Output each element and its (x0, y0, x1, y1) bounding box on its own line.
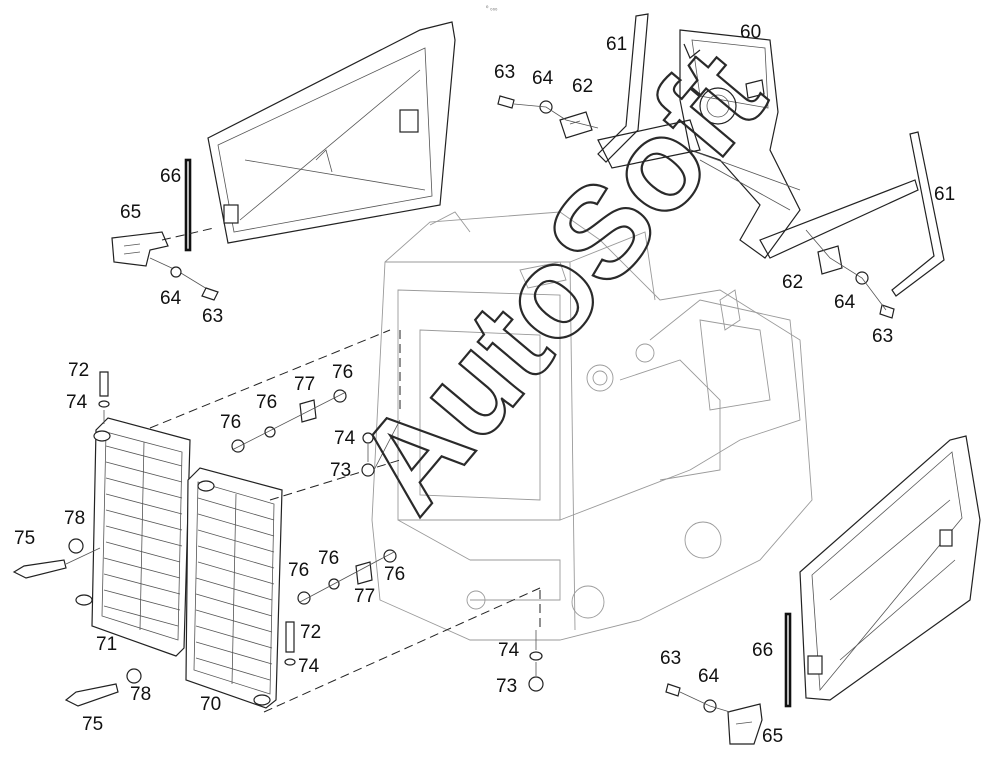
callout-63-left: 63 (202, 306, 223, 327)
leader-64-63-left (149, 257, 213, 293)
callout-74-center: 74 (334, 428, 356, 449)
chassis-frame (371, 211, 813, 641)
callout-65-left: 65 (120, 202, 141, 223)
header-mark: ⁰ ₀₀₀ (486, 5, 498, 12)
callout-78-lower: 78 (130, 684, 151, 705)
callout-61-top: 61 (606, 34, 627, 55)
bolt-63-top (497, 95, 515, 109)
callout-63-bottom: 63 (660, 648, 681, 669)
strip-61-top (597, 13, 649, 163)
callout-65-right: 65 (762, 726, 783, 747)
callout-76-upper-mid: 76 (256, 392, 277, 413)
callout-78-upper: 78 (64, 508, 85, 529)
hardware-lower (12, 538, 544, 707)
washer-64-left (170, 266, 182, 278)
callout-75-lower: 75 (82, 714, 103, 735)
leader-right (805, 229, 887, 311)
bracket-62-top (559, 111, 593, 139)
callout-71: 71 (96, 634, 117, 655)
door-panel-right (799, 435, 981, 701)
hinge-bracket-right (727, 703, 763, 745)
callout-74-upper: 74 (66, 392, 88, 413)
callout-66-left: 66 (160, 166, 181, 187)
callout-63-right: 63 (872, 326, 893, 347)
callout-77-upper: 77 (294, 374, 315, 395)
door-seal-strip-left (184, 158, 192, 252)
callout-76-lower-left: 76 (288, 560, 309, 581)
hinge-bracket-left (111, 231, 169, 267)
callout-73-bottom: 73 (496, 676, 517, 697)
callout-76-lower-mid: 76 (318, 548, 339, 569)
callout-62-right: 62 (782, 272, 803, 293)
callout-76-lower-right: 76 (384, 564, 405, 585)
hardware-upper (98, 371, 401, 477)
mount-foot-right (759, 179, 919, 259)
door-seal-strip-right (784, 612, 792, 708)
strip-61-right (891, 131, 945, 297)
callout-63-top: 63 (494, 62, 515, 83)
callout-64-bottom: 64 (698, 666, 720, 687)
callout-75-upper: 75 (14, 528, 35, 549)
callout-74-lower: 74 (298, 656, 320, 677)
callout-70: 70 (200, 694, 221, 715)
callout-73-center: 73 (330, 460, 351, 481)
grille-71 (75, 417, 191, 657)
callout-64-right: 64 (834, 292, 856, 313)
callout-64-left: 64 (160, 288, 182, 309)
bolt-63-bottom (665, 683, 681, 697)
bracket-62-right (817, 245, 843, 275)
callout-64-top: 64 (532, 68, 554, 89)
leader-bottom-right (679, 691, 731, 713)
callout-76-upper-right: 76 (332, 362, 353, 383)
door-panel-left (207, 21, 456, 244)
callout-72-lower: 72 (300, 622, 321, 643)
callout-77-lower: 77 (354, 586, 375, 607)
callout-60: 60 (740, 22, 761, 43)
callout-72-upper: 72 (68, 360, 89, 381)
mount-foot-left (597, 119, 701, 169)
assembly-dash-lines (149, 329, 541, 713)
leader-top (513, 103, 599, 129)
bolt-63-left (201, 287, 219, 301)
callout-74-bottom: 74 (498, 640, 520, 661)
callout-61-right: 61 (934, 184, 955, 205)
bolt-63-right (879, 304, 895, 319)
mount-frame-60 (679, 29, 801, 259)
leader-65-left (161, 227, 215, 241)
callout-66-right: 66 (752, 640, 773, 661)
grille-70 (185, 467, 283, 709)
callout-76-upper-left: 76 (220, 412, 241, 433)
callout-62-top: 62 (572, 76, 593, 97)
